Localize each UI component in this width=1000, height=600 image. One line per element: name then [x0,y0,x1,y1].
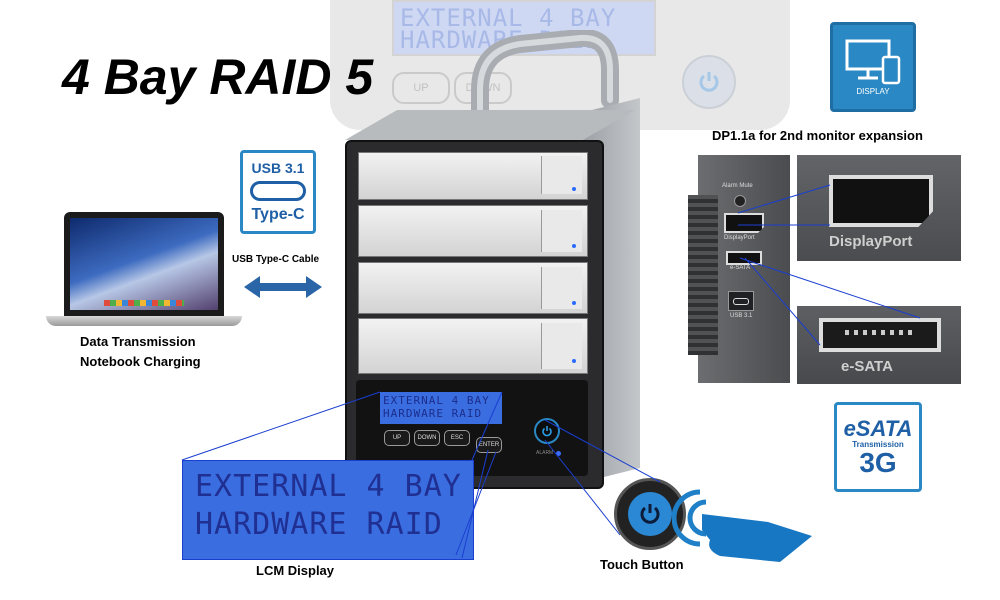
display-badge: DISPLAY [830,22,916,112]
laptop-caption-line1: Data Transmission [80,334,196,349]
displayport-closeup: DisplayPort [797,155,961,261]
front-lcd-line2: HARDWARE RAID [383,407,483,420]
drive-tray-4[interactable] [358,318,588,374]
displayport-closeup-label: DisplayPort [829,233,913,250]
carry-handle [471,30,619,140]
laptop-wallpaper [70,218,218,310]
rear-displayport-label: DisplayPort [724,235,755,241]
background-lcd-line1: EXTERNAL 4 BAY [400,4,617,32]
front-lcd-line1: EXTERNAL 4 BAY [383,394,490,407]
esc-button[interactable]: ESC [444,430,470,446]
power-icon-large [640,504,660,524]
usb-badge-line1: USB 3.1 [251,160,305,176]
rear-usb-label: USB 3.1 [730,313,753,319]
enter-button[interactable]: ENTER [476,437,502,453]
drive-tray-2-latch[interactable] [541,210,582,252]
alarm-led [556,451,561,456]
usb-c-port-icon [250,181,306,201]
esata-badge-line3: 3G [859,446,897,478]
alarm-label: ALARM [536,450,554,456]
enclosure-top [345,110,635,140]
lcd-caption: LCM Display [256,563,335,578]
background-panel-zoom: EXTERNAL 4 BAY HARDWARE RAID UP DOWN [330,0,790,130]
monitor-devices-icon [845,39,901,84]
esata-pins [845,330,915,335]
displayport-closeup-port [829,175,933,227]
laptop-icon [46,212,242,330]
background-up-button: UP [392,72,450,104]
esata-badge-line1: eSATA [843,415,913,441]
esata-closeup-port [819,318,941,352]
front-lcd: EXTERNAL 4 BAY HARDWARE RAID [380,392,502,424]
rear-usb-port[interactable] [728,291,754,311]
touch-button-glow [628,492,672,536]
rear-alarm-mute-button[interactable] [734,195,746,207]
background-power-icon [682,55,736,109]
rear-displayport[interactable] [724,213,764,233]
front-power-button[interactable] [534,418,560,444]
bidirectional-arrow-icon [244,276,322,298]
laptop-dock [104,300,184,306]
esata-closeup-label: e-SATA [841,358,893,375]
lcd-enlarged-line2: HARDWARE RAID [195,507,443,542]
drive-tray-4-led [572,359,576,363]
rear-esata-label: e-SATA [730,265,751,271]
esata-badge: eSATA Transmission 3G [834,402,922,492]
drive-tray-3[interactable] [358,262,588,314]
usb-c-slot-icon [733,297,749,305]
laptop-caption-line2: Notebook Charging [80,354,201,369]
usb-type-c-badge: USB 3.1 Type-C [240,150,316,234]
drive-tray-1[interactable] [358,152,588,200]
laptop-base [46,316,242,326]
rear-esata-port[interactable] [726,251,762,265]
lcd-enlarged-line1: EXTERNAL 4 BAY [195,469,462,504]
finger-touch-icon [672,489,812,562]
drive-tray-1-led [572,187,576,191]
laptop-screen [64,212,224,316]
display-badge-label: DISPLAY [856,86,890,96]
cable-label: USB Type-C Cable [232,254,320,265]
drive-tray-2-led [572,244,576,248]
drive-tray-2[interactable] [358,205,588,257]
rear-fan [688,195,718,355]
drive-tray-3-led [572,301,576,305]
up-button[interactable]: UP [384,430,410,446]
rear-panel: Alarm Mute DisplayPort e-SATA USB 3.1 [688,155,790,383]
lcd-enlarged: EXTERNAL 4 BAY HARDWARE RAID [182,460,474,560]
esata-closeup: e-SATA [797,306,961,384]
esata-badge-line2: Transmission [852,439,904,449]
rear-alarm-mute-label: Alarm Mute [722,183,753,189]
page-title: 4 Bay RAID 5 [62,49,374,105]
touch-caption: Touch Button [600,557,684,572]
power-icon [542,426,552,437]
down-button[interactable]: DOWN [414,430,440,446]
usb-badge-line2: Type-C [251,206,305,223]
dp-caption: DP1.1a for 2nd monitor expansion [712,128,923,143]
